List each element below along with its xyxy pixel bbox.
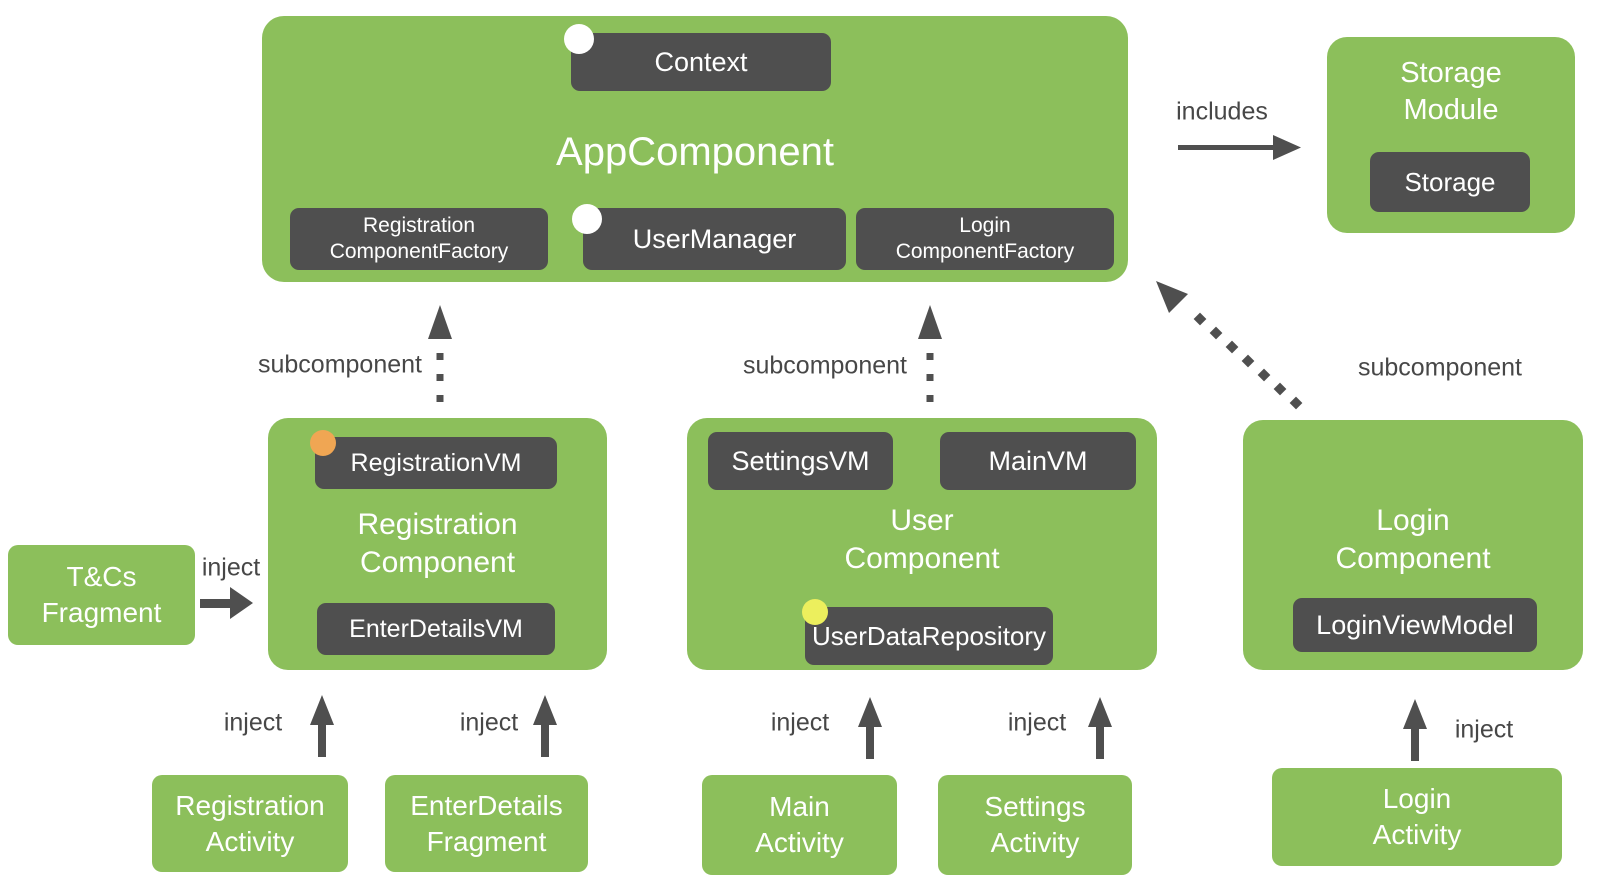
storage-module-title: Storage Module: [1400, 57, 1502, 126]
login-component-factory-chip: Login ComponentFactory: [856, 208, 1114, 270]
registration-component-title: Registration Component: [357, 508, 518, 579]
includes-arrow: [1178, 133, 1303, 163]
registration-vm-chip: RegistrationVM: [315, 437, 557, 489]
scope-dot-registration-vm: [310, 430, 336, 456]
inject-arrow-login-activity: [1402, 699, 1428, 761]
inject-arrow-main-activity: [857, 697, 883, 759]
settings-vm-chip: SettingsVM: [708, 432, 893, 490]
storage-module-box: Storage Module Storage: [1327, 37, 1575, 233]
subcomponent-label-registration: subcomponent: [257, 350, 423, 379]
app-component-box: Context AppComponent Registration Compon…: [262, 16, 1128, 282]
inject-arrow-settings-activity: [1087, 697, 1113, 759]
context-label: Context: [654, 46, 748, 77]
includes-label: includes: [1176, 97, 1268, 126]
inject-label-settings-activity: inject: [1007, 708, 1067, 737]
subcomponent-arrow-user: [918, 305, 942, 403]
inject-arrow-enter-details-fragment: [532, 695, 558, 757]
subcomponent-arrow-login: [1156, 281, 1308, 415]
tcs-fragment-box: T&Cs Fragment: [8, 545, 195, 645]
settings-activity-box: Settings Activity: [938, 775, 1132, 875]
login-component-title: Login Component: [1335, 504, 1491, 575]
login-view-model-chip: LoginViewModel: [1293, 598, 1537, 652]
inject-label-registration-activity: inject: [223, 708, 283, 737]
user-data-repository-chip: UserDataRepository: [805, 607, 1053, 665]
user-manager-chip: UserManager: [583, 208, 846, 270]
user-component-box: SettingsVM MainVM User Component UserDat…: [687, 418, 1157, 670]
context-chip: Context: [571, 33, 831, 91]
subcomponent-label-login: subcomponent: [1357, 353, 1523, 382]
enter-details-vm-chip: EnterDetailsVM: [317, 603, 555, 655]
app-component-title: AppComponent: [556, 130, 834, 174]
inject-label-login-activity: inject: [1454, 715, 1514, 744]
inject-label-enter-details-fragment: inject: [459, 708, 519, 737]
enter-details-fragment-box: EnterDetails Fragment: [385, 775, 588, 872]
registration-activity-box: Registration Activity: [152, 775, 348, 872]
scope-dot-context: [564, 24, 594, 54]
inject-label-main-activity: inject: [770, 708, 830, 737]
scope-dot-user-data-repository: [802, 599, 828, 625]
main-activity-box: Main Activity: [702, 775, 897, 875]
login-component-box: Login Component LoginViewModel: [1243, 420, 1583, 670]
login-activity-box: Login Activity: [1272, 768, 1562, 866]
storage-chip: Storage: [1370, 152, 1530, 212]
main-vm-chip: MainVM: [940, 432, 1136, 490]
inject-arrow-tcs: [200, 587, 254, 619]
subcomponent-arrow-registration: [428, 305, 452, 403]
user-component-title: User Component: [844, 504, 1000, 575]
scope-dot-user-manager: [572, 204, 602, 234]
inject-arrow-registration-activity: [309, 695, 335, 757]
registration-component-box: RegistrationVM Registration Component En…: [268, 418, 607, 670]
registration-component-factory-chip: Registration ComponentFactory: [290, 208, 548, 270]
inject-label-tcs: inject: [201, 553, 261, 582]
subcomponent-label-user: subcomponent: [742, 351, 908, 380]
